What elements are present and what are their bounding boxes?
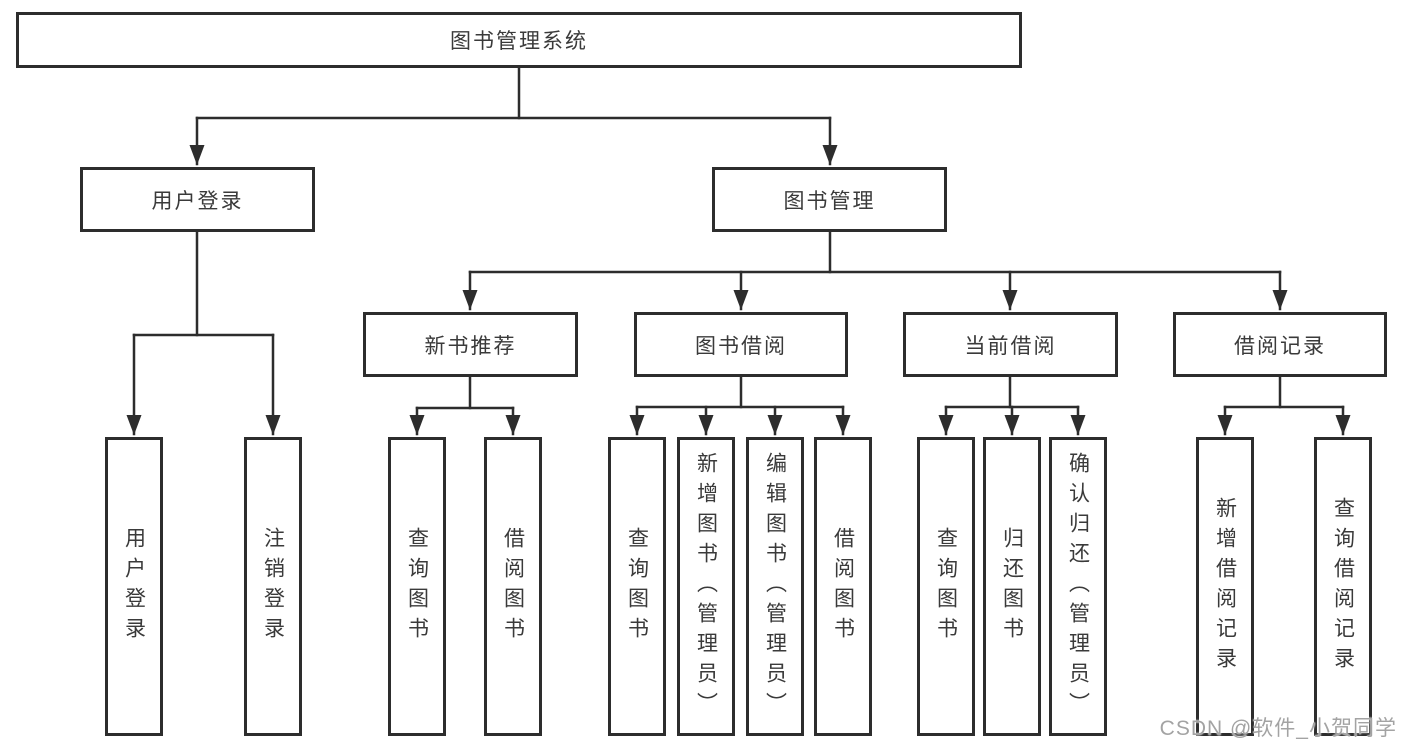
node-label: 新增借阅记录: [1213, 496, 1237, 677]
node-label: 借阅图书: [501, 526, 525, 647]
node-query-books-borrowing: 查询图书: [608, 437, 666, 736]
node-query-borrow-record: 查询借阅记录: [1314, 437, 1372, 736]
node-label: 注销登录: [261, 526, 285, 647]
node-borrow-books: 借阅图书: [814, 437, 872, 736]
node-borrow-books-recommend: 借阅图书: [484, 437, 542, 736]
node-label: 归还图书: [1000, 526, 1024, 647]
node-label: 图书管理系统: [450, 30, 588, 53]
node-label: 查询借阅记录: [1331, 496, 1355, 677]
node-query-books-recommend: 查询图书: [388, 437, 446, 736]
node-label: 图书管理: [783, 189, 876, 213]
node-current-borrowing: 当前借阅: [903, 312, 1118, 377]
node-new-book-recommend: 新书推荐: [363, 312, 578, 377]
node-label: 借阅记录: [1234, 334, 1326, 358]
node-label: 用户登录: [122, 526, 146, 647]
node-label: 查询图书: [405, 526, 429, 647]
node-book-borrowing: 图书借阅: [634, 312, 848, 377]
node-add-borrow-record: 新增借阅记录: [1196, 437, 1254, 736]
node-label: 新书推荐: [424, 334, 517, 358]
node-user-login-action: 用户登录: [105, 437, 163, 736]
node-logout-action: 注销登录: [244, 437, 302, 736]
node-return-books: 归还图书: [983, 437, 1041, 736]
node-label: 当前借阅: [964, 334, 1057, 358]
node-label: 确认归还（管理员）: [1066, 451, 1090, 722]
node-edit-books-admin: 编辑图书（管理员）: [746, 437, 804, 736]
node-borrowing-records: 借阅记录: [1173, 312, 1387, 377]
node-label: 新增图书（管理员）: [694, 451, 718, 722]
node-user-login: 用户登录: [80, 167, 315, 232]
node-label: 图书借阅: [695, 334, 787, 358]
node-label: 借阅图书: [831, 526, 855, 647]
node-add-books-admin: 新增图书（管理员）: [677, 437, 735, 736]
node-book-management: 图书管理: [712, 167, 947, 232]
node-query-books-current: 查询图书: [917, 437, 975, 736]
node-label: 用户登录: [151, 189, 244, 213]
node-label: 查询图书: [934, 526, 958, 647]
node-library-management-system: 图书管理系统: [16, 12, 1022, 68]
node-label: 编辑图书（管理员）: [763, 451, 787, 722]
node-label: 查询图书: [625, 526, 649, 647]
node-confirm-return-admin: 确认归还（管理员）: [1049, 437, 1107, 736]
